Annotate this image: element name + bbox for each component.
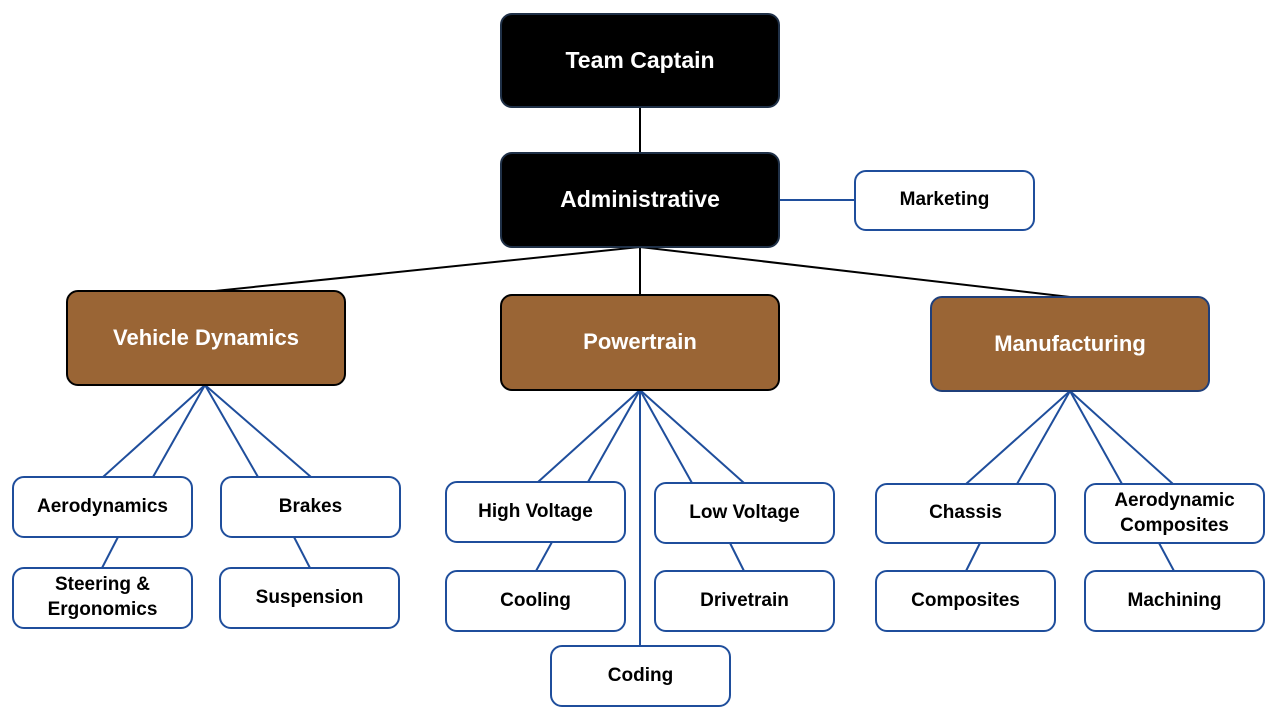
team-captain-label: Team Captain bbox=[565, 46, 715, 73]
connector-mf-aerocomp-a bbox=[1069, 390, 1123, 485]
connector-vd-aero-a bbox=[102, 384, 206, 478]
connector-lv-drivetrain bbox=[729, 542, 745, 572]
connector-hv-cooling bbox=[535, 541, 553, 572]
aero-composites-label-line2: Composites bbox=[1120, 514, 1229, 536]
powertrain-label: Powertrain bbox=[583, 329, 697, 355]
high-voltage-label: High Voltage bbox=[478, 500, 593, 522]
aerodynamics-node: Aerodynamics bbox=[12, 476, 193, 538]
aerodynamic-composites-node: Aerodynamic Composites bbox=[1084, 483, 1265, 544]
administrative-label: Administrative bbox=[560, 186, 720, 213]
coding-node: Coding bbox=[550, 645, 731, 707]
steering-label-line1: Steering & bbox=[54, 574, 151, 596]
chassis-label: Chassis bbox=[929, 502, 1002, 524]
connector-admin-manufacturing bbox=[639, 246, 1071, 298]
vehicle-dynamics-label: Vehicle Dynamics bbox=[113, 324, 299, 350]
low-voltage-label: Low Voltage bbox=[689, 501, 800, 523]
machining-label: Machining bbox=[1127, 589, 1222, 611]
connector-pt-hv-a bbox=[537, 389, 641, 483]
suspension-node: Suspension bbox=[219, 567, 400, 629]
connector-aero-steering bbox=[101, 536, 119, 569]
connector-vd-brakes-b bbox=[204, 384, 312, 478]
connector-mf-aerocomp-b bbox=[1069, 390, 1174, 485]
drivetrain-node: Drivetrain bbox=[654, 570, 835, 632]
manufacturing-label: Manufacturing bbox=[994, 330, 1146, 356]
aero-composites-label-line1: Aerodynamic bbox=[1114, 489, 1235, 511]
marketing-node: Marketing bbox=[854, 170, 1035, 231]
connector-vd-brakes-a bbox=[204, 384, 259, 478]
connector-pt-hv-b bbox=[587, 389, 641, 483]
connector-mf-chassis-b bbox=[1016, 390, 1071, 485]
cooling-node: Cooling bbox=[445, 570, 626, 632]
vehicle-dynamics-node: Vehicle Dynamics bbox=[66, 290, 346, 386]
connector-vd-aero-b bbox=[152, 384, 206, 478]
aerodynamics-label: Aerodynamics bbox=[37, 495, 168, 517]
cooling-label: Cooling bbox=[500, 589, 571, 611]
suspension-label: Suspension bbox=[255, 586, 364, 608]
chassis-node: Chassis bbox=[875, 483, 1056, 544]
brakes-label: Brakes bbox=[278, 495, 343, 517]
connector-mf-chassis-a bbox=[965, 390, 1071, 485]
powertrain-node: Powertrain bbox=[500, 294, 780, 391]
drivetrain-label: Drivetrain bbox=[700, 589, 789, 611]
machining-node: Machining bbox=[1084, 570, 1265, 632]
steering-label-line2: Ergonomics bbox=[47, 599, 158, 620]
coding-label: Coding bbox=[607, 664, 674, 686]
composites-label: Composites bbox=[911, 589, 1020, 611]
low-voltage-node: Low Voltage bbox=[654, 482, 835, 544]
manufacturing-node: Manufacturing bbox=[930, 296, 1210, 392]
connector-pt-lv-a bbox=[639, 389, 693, 484]
team-captain-node: Team Captain bbox=[500, 13, 780, 108]
administrative-node: Administrative bbox=[500, 152, 780, 248]
connector-pt-lv-b bbox=[639, 389, 745, 484]
marketing-label: Marketing bbox=[899, 189, 990, 211]
brakes-node: Brakes bbox=[220, 476, 401, 538]
high-voltage-node: High Voltage bbox=[445, 481, 626, 543]
steering-ergonomics-node: Steering & Ergonomics bbox=[12, 567, 193, 629]
connector-chassis-composites bbox=[965, 542, 981, 572]
connector-aerocomp-machining bbox=[1158, 542, 1175, 572]
connector-admin-vehicle-dynamics bbox=[204, 246, 641, 293]
connector-brakes-suspension bbox=[293, 536, 311, 569]
composites-node: Composites bbox=[875, 570, 1056, 632]
